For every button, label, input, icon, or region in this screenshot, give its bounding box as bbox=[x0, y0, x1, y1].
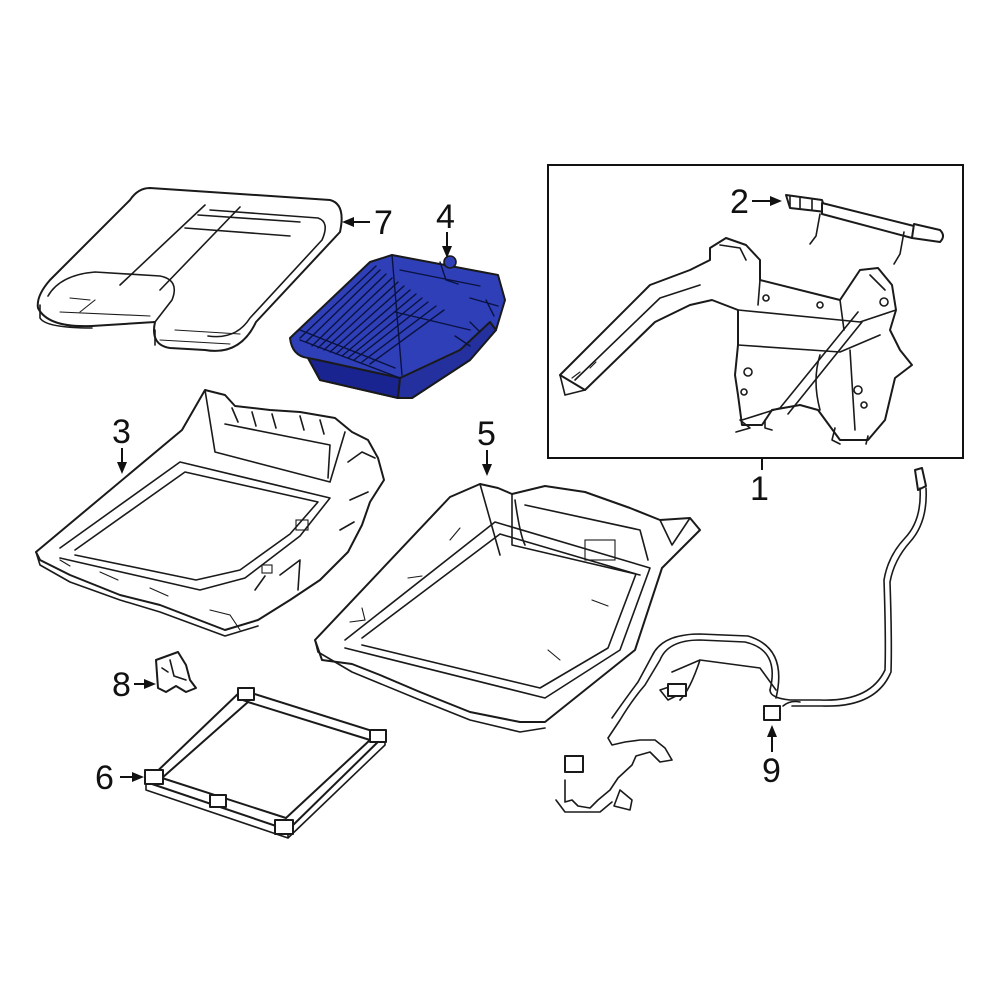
inset-frame bbox=[547, 164, 964, 459]
callout-2: 2 bbox=[730, 183, 749, 221]
callout-7: 7 bbox=[374, 204, 393, 242]
console-housing-part[interactable] bbox=[35, 389, 385, 637]
release-rod-part[interactable] bbox=[785, 194, 944, 265]
leader-lines bbox=[117, 196, 782, 782]
callout-3: 3 bbox=[112, 413, 131, 451]
callout-6: 6 bbox=[95, 759, 114, 797]
armrest-pad-part[interactable] bbox=[36, 187, 343, 352]
bracket-part[interactable] bbox=[155, 651, 197, 693]
callout-9: 9 bbox=[762, 752, 781, 790]
callout-4: 4 bbox=[436, 198, 455, 236]
console-base-part[interactable] bbox=[314, 483, 701, 733]
callout-5: 5 bbox=[477, 415, 496, 453]
wiring-harness-part[interactable] bbox=[555, 467, 927, 813]
storage-bin-part-highlighted[interactable] bbox=[289, 254, 506, 399]
support-frame-part[interactable] bbox=[559, 237, 913, 445]
frame-liner-part[interactable] bbox=[144, 687, 387, 839]
callout-1: 1 bbox=[750, 470, 769, 508]
callout-8: 8 bbox=[112, 666, 131, 704]
